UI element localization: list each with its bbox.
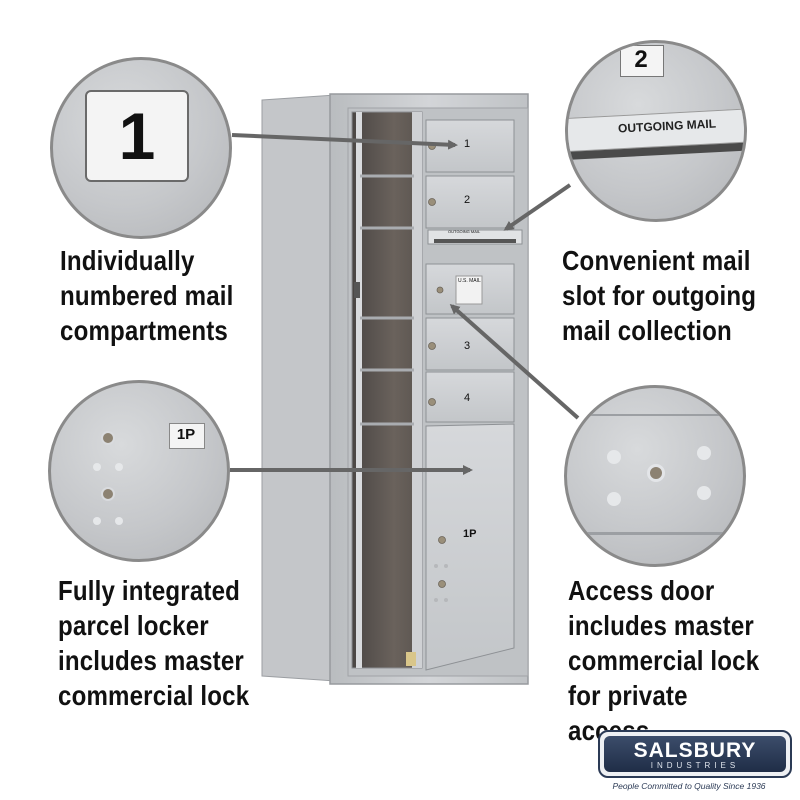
door-label-3: 3	[464, 340, 471, 352]
number-plate-text: 1	[118, 99, 156, 173]
callout-arrows	[230, 133, 580, 475]
rivet-icon	[607, 450, 621, 464]
slot-label: OUTGOING MAIL	[448, 229, 481, 234]
rivet-icon	[697, 446, 711, 460]
number-plate	[85, 90, 189, 182]
door-label-2: 2	[464, 194, 471, 206]
open-access-door	[351, 111, 423, 669]
rivet-icon	[93, 463, 101, 471]
detail-circle-numbered-door: 1	[50, 57, 232, 239]
caption-numbered-compartments: Individually numbered mail compartments	[60, 245, 234, 346]
rivet-icon	[115, 517, 123, 525]
rivet-icon	[607, 492, 621, 506]
logo-tagline: People Committed to Quality Since 1936	[612, 781, 766, 791]
parcel-label-text: 1P	[176, 426, 196, 443]
salsbury-logo-plate: SALSBURY INDUSTRIES	[604, 736, 786, 772]
lock-icon	[101, 487, 115, 501]
door-label-4: 4	[464, 392, 471, 404]
caption-parcel-locker: Fully integrated parcel locker includes …	[58, 575, 250, 711]
detail-circle-parcel-locker: 1P	[48, 380, 230, 562]
caption-outgoing-slot: Convenient mail slot for outgoing mail c…	[562, 245, 757, 346]
door-edge-top	[567, 414, 743, 416]
salsbury-logo: SALSBURY INDUSTRIES	[598, 730, 792, 778]
logo-sub: INDUSTRIES	[650, 761, 740, 770]
compartment-doors	[425, 119, 523, 671]
parcel-door-label: 1P	[463, 528, 477, 540]
rivet-icon	[697, 486, 711, 500]
rivet-icon	[115, 463, 123, 471]
number-plate-small	[620, 45, 664, 77]
number-plate-small-text: 2	[634, 46, 648, 73]
lock-icon	[101, 431, 115, 445]
access-door-label: U.S. MAIL	[458, 278, 481, 284]
door-edge-bottom	[567, 532, 743, 535]
caption-access-door: Access door includes master commercial l…	[568, 575, 760, 746]
door-label-1: 1	[464, 138, 471, 150]
detail-circle-outgoing-slot: 2 OUTGOING MAIL	[565, 40, 747, 222]
detail-circle-access-door	[564, 385, 746, 567]
rivet-icon	[93, 517, 101, 525]
parcel-label-plate	[169, 423, 205, 449]
logo-name: SALSBURY	[633, 739, 757, 762]
master-lock-icon	[647, 464, 665, 482]
mailbox-cabinet	[261, 93, 529, 685]
